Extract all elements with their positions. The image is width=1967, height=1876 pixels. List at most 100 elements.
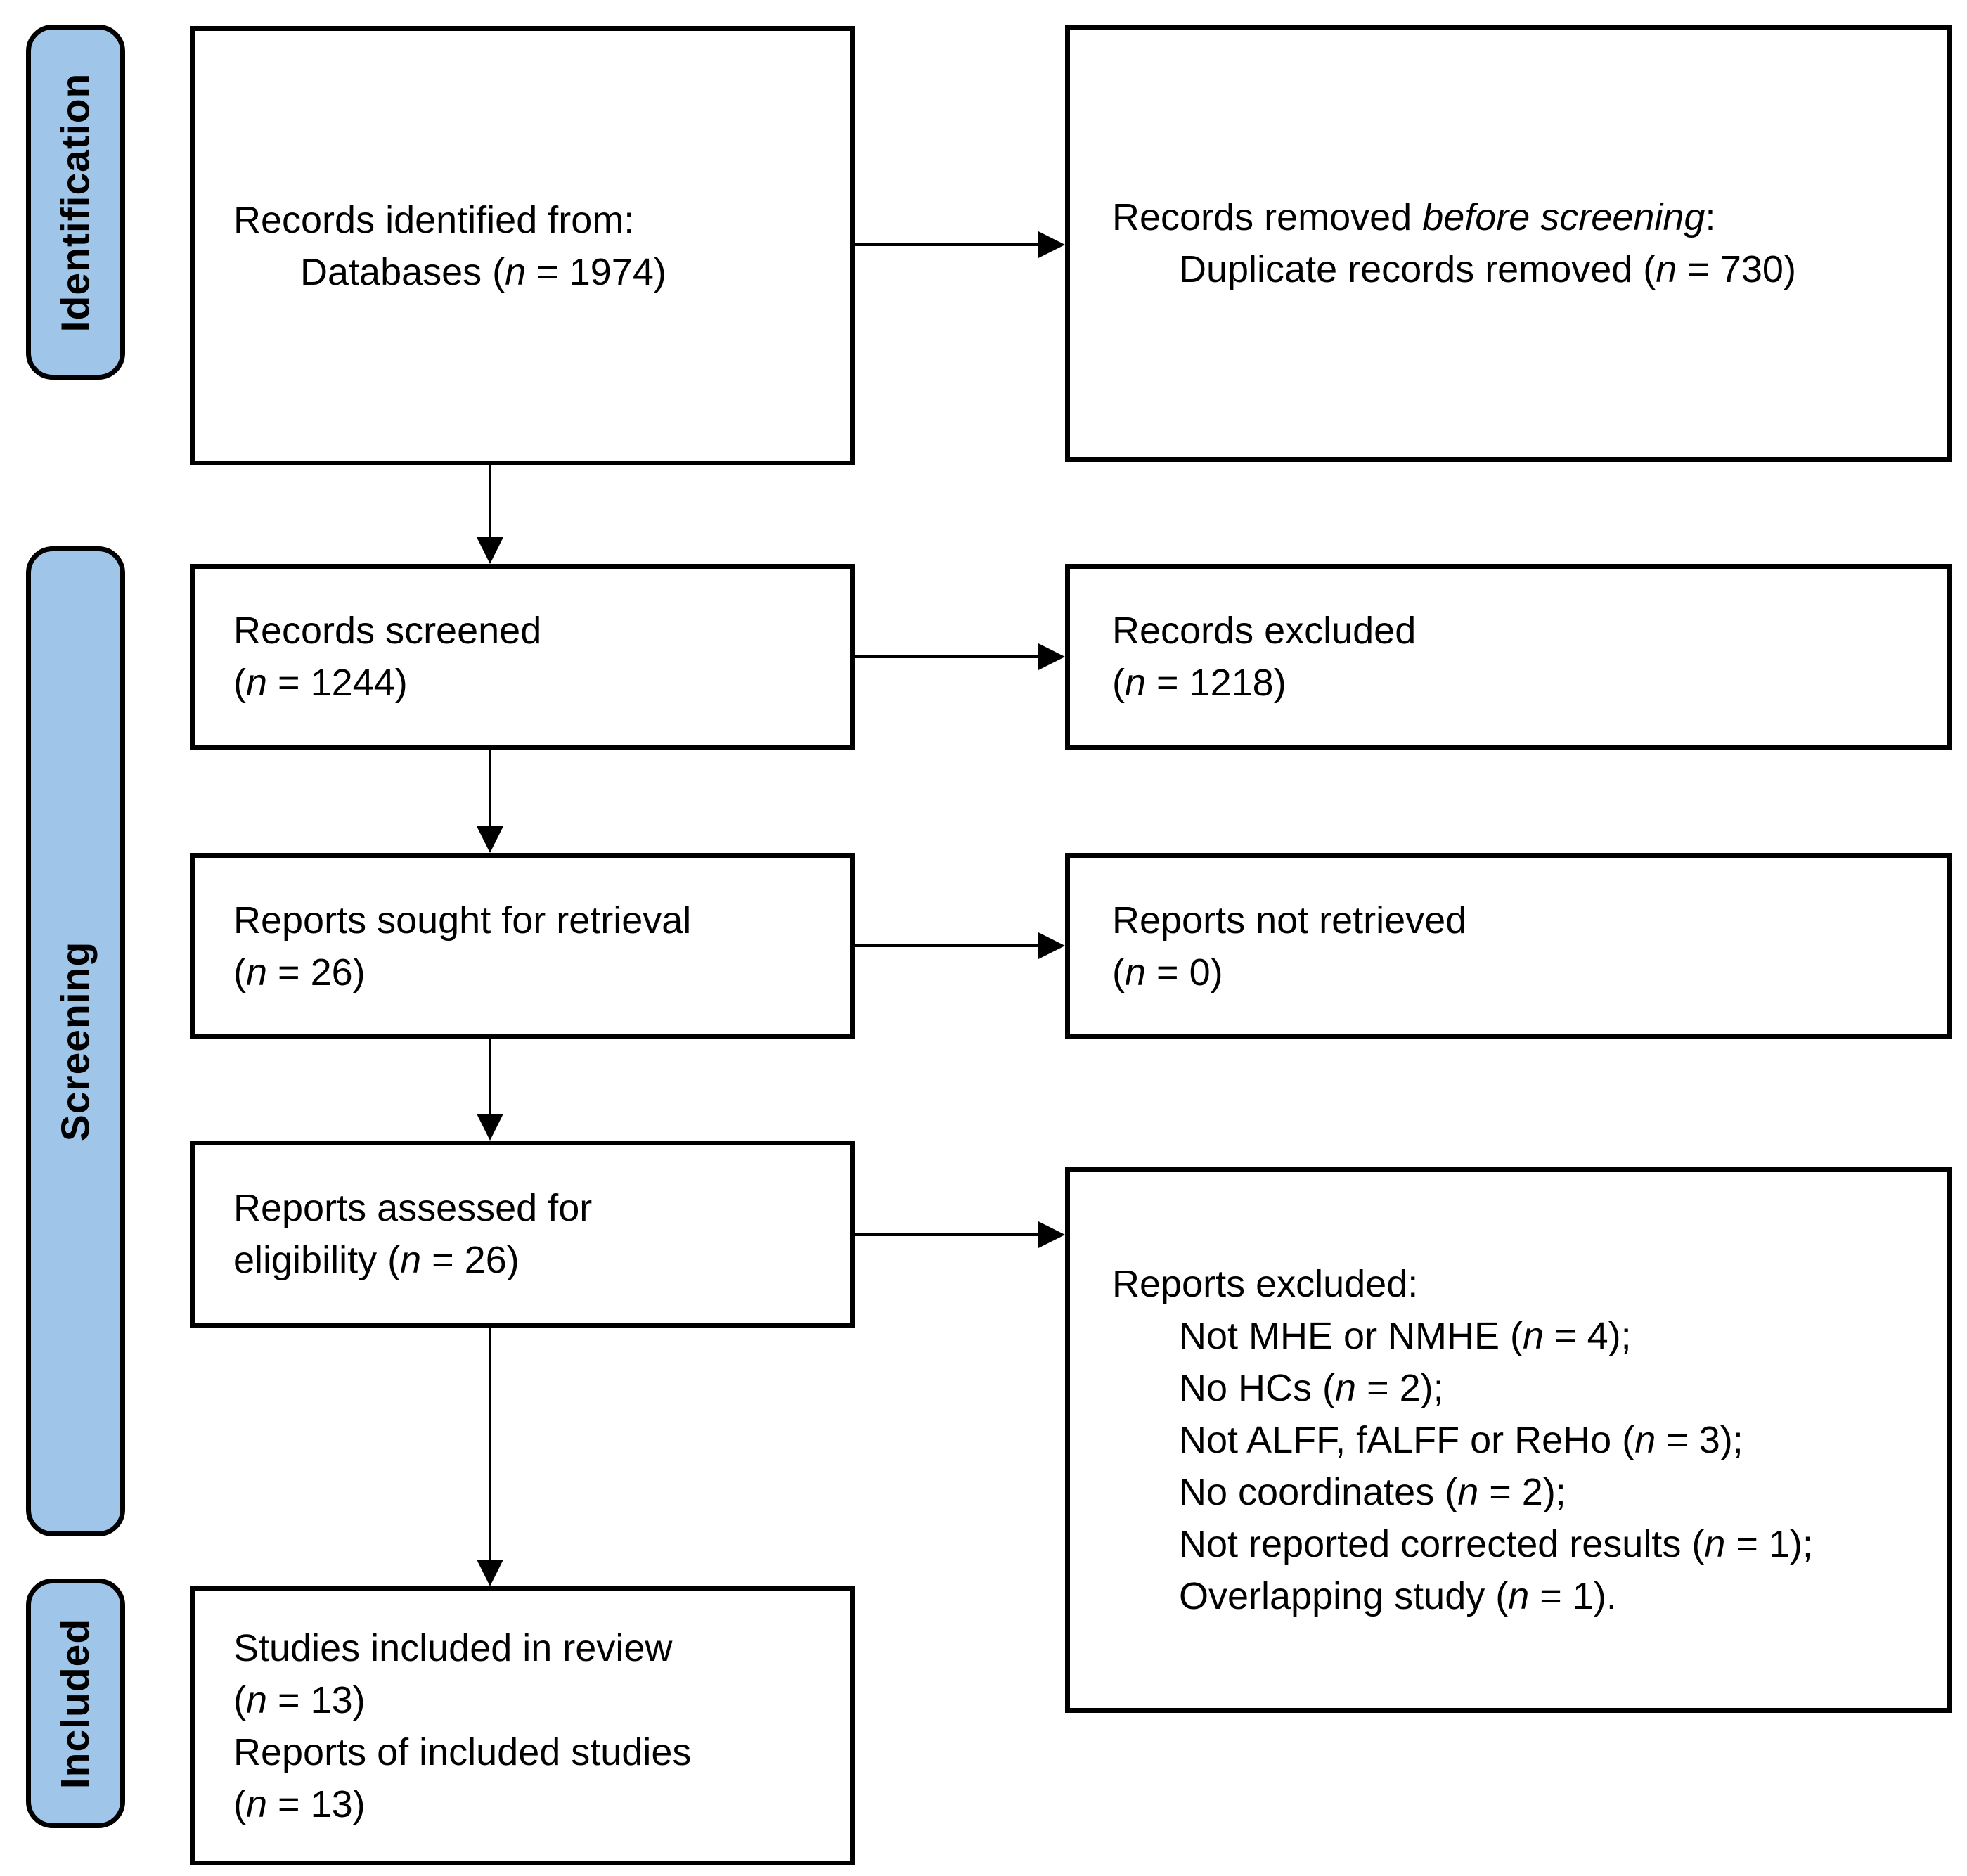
text-segment-italic: n (245, 1678, 268, 1721)
exclusion-reason-item: No coordinates (n = 2); (1112, 1466, 1937, 1518)
text-segment: = 1218) (1146, 662, 1286, 704)
box-text-line: (n = 0) (1112, 946, 1937, 998)
box-text-line: (n = 13) (233, 1778, 839, 1830)
stage-label-included: Included (26, 1579, 125, 1828)
text-segment: = 2); (1356, 1367, 1444, 1409)
text-segment-italic: n (245, 662, 268, 704)
text-segment: = 3); (1656, 1419, 1743, 1461)
box-studies-included: Studies included in review (n = 13) Repo… (190, 1586, 855, 1865)
stage-label-identification-text: Identification (53, 72, 98, 332)
arrow-down-assessed-to-included (477, 1328, 503, 1586)
stage-label-included-text: Included (53, 1618, 98, 1789)
text-segment: = 13) (267, 1782, 366, 1825)
box-records-identified: Records identified from: Databases (n = … (190, 26, 855, 465)
box-text-line: Records screened (233, 605, 839, 657)
text-segment: ( (233, 951, 246, 994)
box-text-line: Records identified from: (233, 194, 839, 246)
exclusion-reason-item: Not MHE or NMHE (n = 4); (1112, 1310, 1937, 1362)
text-segment: eligibility ( (233, 1239, 401, 1281)
arrow-down-identified-to-screened (477, 465, 503, 564)
box-reports-not-retrieved: Reports not retrieved (n = 0) (1065, 853, 1952, 1039)
text-segment: ( (233, 662, 246, 704)
text-segment: = 730) (1677, 248, 1796, 290)
text-segment: Overlapping study ( (1179, 1575, 1509, 1617)
arrow-down-screened-to-sought (477, 750, 503, 853)
box-text-line: Reports assessed for (233, 1182, 839, 1234)
text-segment: = 13) (267, 1678, 366, 1721)
box-text-line: Reports of included studies (233, 1726, 839, 1778)
text-segment: Reports excluded: (1112, 1263, 1419, 1305)
text-segment: = 1); (1725, 1523, 1813, 1565)
box-reports-assessed: Reports assessed for eligibility (n = 26… (190, 1141, 855, 1328)
exclusion-reason-item: Not ALFF, fALFF or ReHo (n = 3); (1112, 1414, 1937, 1466)
box-text-line: Studies included in review (233, 1622, 839, 1674)
arrow-down-sought-to-assessed (477, 1039, 503, 1141)
text-segment-italic: n (245, 951, 268, 994)
box-reports-excluded-reasons: Reports excluded: Not MHE or NMHE (n = 4… (1065, 1167, 1952, 1713)
text-segment: ( (233, 1678, 246, 1721)
text-segment: Not reported corrected results ( (1179, 1523, 1705, 1565)
text-segment: Records screened (233, 610, 542, 652)
text-segment: ( (1112, 662, 1125, 704)
text-segment: Reports of included studies (233, 1730, 692, 1773)
stage-label-screening: Screening (26, 546, 125, 1536)
box-text-line: Reports sought for retrieval (233, 894, 839, 946)
text-segment: Reports sought for retrieval (233, 899, 692, 942)
text-segment: = 26) (421, 1239, 520, 1281)
box-records-removed-before-screening: Records removed before screening: Duplic… (1065, 25, 1952, 462)
text-segment: Not MHE or NMHE ( (1179, 1315, 1523, 1357)
box-text-line: (n = 26) (233, 946, 839, 998)
text-segment: = 1). (1529, 1575, 1617, 1617)
text-segment-italic: n (1704, 1523, 1726, 1565)
text-segment: Reports not retrieved (1112, 899, 1467, 942)
text-segment: No coordinates ( (1179, 1471, 1458, 1513)
text-segment: : (1705, 196, 1716, 238)
text-segment-italic: before screening (1422, 196, 1705, 238)
arrow-right-screened-to-excluded (855, 643, 1065, 670)
text-segment: = 1244) (267, 662, 408, 704)
text-segment: = 1974) (526, 250, 666, 293)
exclusion-reason-item: Not reported corrected results (n = 1); (1112, 1518, 1937, 1570)
text-segment-italic: n (1457, 1471, 1479, 1513)
box-text-line: (n = 1218) (1112, 657, 1937, 709)
text-segment-italic: n (1656, 248, 1677, 290)
text-segment-italic: n (245, 1782, 268, 1825)
box-text-line: Records removed before screening: (1112, 191, 1937, 243)
box-text-line: Reports excluded: (1112, 1258, 1937, 1310)
text-segment-italic: n (1523, 1315, 1544, 1357)
text-segment: Reports assessed for (233, 1187, 593, 1229)
box-text-line: eligibility (n = 26) (233, 1234, 839, 1286)
box-text-line: Reports not retrieved (1112, 894, 1937, 946)
text-segment: No HCs ( (1179, 1367, 1336, 1409)
text-segment: Databases ( (300, 250, 505, 293)
text-segment-italic: n (1508, 1575, 1530, 1617)
text-segment: ( (233, 1782, 246, 1825)
text-segment: = 0) (1146, 951, 1223, 994)
text-segment: Duplicate records removed ( (1179, 248, 1656, 290)
box-text-line: Records excluded (1112, 605, 1937, 657)
arrow-right-assessed-to-excluded-reasons (855, 1221, 1065, 1248)
text-segment: = 2); (1478, 1471, 1566, 1513)
text-segment: Studies included in review (233, 1626, 673, 1669)
text-segment: Records removed (1112, 196, 1423, 238)
box-text-line: (n = 1244) (233, 657, 839, 709)
box-reports-sought: Reports sought for retrieval (n = 26) (190, 853, 855, 1039)
text-segment: Records excluded (1112, 610, 1417, 652)
text-segment-italic: n (1335, 1367, 1357, 1409)
text-segment-italic: n (1634, 1419, 1656, 1461)
text-segment: Records identified from: (233, 198, 635, 241)
text-segment: = 26) (267, 951, 366, 994)
text-segment: ( (1112, 951, 1125, 994)
text-segment-italic: n (400, 1239, 422, 1281)
text-segment: = 4); (1544, 1315, 1632, 1357)
exclusion-reason-item: No HCs (n = 2); (1112, 1362, 1937, 1414)
text-segment-italic: n (1124, 951, 1147, 994)
box-records-excluded: Records excluded (n = 1218) (1065, 564, 1952, 750)
box-text-line: (n = 13) (233, 1674, 839, 1726)
exclusion-reason-item: Overlapping study (n = 1). (1112, 1570, 1937, 1622)
box-records-screened: Records screened (n = 1244) (190, 564, 855, 750)
stage-label-screening-text: Screening (53, 941, 98, 1142)
stage-label-identification: Identification (26, 25, 125, 380)
box-text-line: Duplicate records removed (n = 730) (1112, 243, 1937, 295)
